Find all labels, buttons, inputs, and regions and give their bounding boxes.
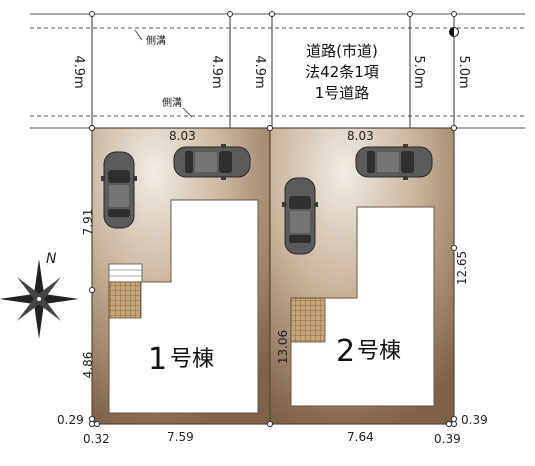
road-name-line2: 法42条1項 [305,63,379,81]
lot-2-corner-dimension-b: 0.39 [434,432,461,446]
road-name-line1: 道路(市道) [306,42,378,60]
road-width-label-1: 4.9m [71,55,86,88]
car-icon [355,143,433,181]
road-marker-icon [449,27,459,37]
car-icon [281,177,319,255]
ditch-leader-top [134,29,143,41]
lot-1: 1 号棟 [91,127,271,425]
lot-2-top-dimension: 8.03 [347,129,374,143]
lot-1-left-upper-dimension: 7.91 [81,209,95,236]
lot-1-corner-dimension-a: 0.29 [57,413,84,427]
lot-2-corner-dimension-a: 0.39 [461,413,488,427]
lot-2-suffix: 号棟 [357,339,401,364]
compass-icon [0,259,79,339]
lot-2-number: 2 [336,334,355,369]
road-width-label-3: 4.9m [252,55,267,88]
car-icon [100,151,138,229]
road-width-dots [89,11,457,17]
paving-1 [108,281,142,319]
road-width-label-5: 5.0m [456,55,471,88]
lot-2-inner-dimension: 13.06 [276,330,290,364]
road-width-label-4: 5.0m [411,55,426,88]
boundary-markers [88,124,458,428]
lot-1-number: 1 [148,342,167,377]
ditch-label-bottom: 側溝 [162,96,182,109]
compass-north-label: N [46,251,57,267]
paving-2 [290,297,326,343]
lot-1-suffix: 号棟 [170,347,214,372]
road-width-dimensions [91,14,455,128]
lot-2: 2 号棟 [269,127,455,425]
lot-2-bottom-dimension: 7.64 [347,430,374,444]
entrance-step-1 [108,263,143,283]
lot-1-top-dimension: 8.03 [169,129,196,143]
lot-1-left-lower-dimension: 4.86 [81,352,95,379]
lot-1-bottom-dimension: 7.59 [167,430,194,444]
ditch-leader-bottom [182,107,193,118]
car-icon [173,143,251,181]
road-width-label-2: 4.9m [209,55,224,88]
house-2-footprint [290,206,435,407]
road-name-line3: 1号道路 [315,84,370,102]
lot-1-corner-dimension-b: 0.32 [83,432,110,446]
ditch-label-top: 側溝 [146,34,166,47]
lot-2-right-dimension: 12.65 [455,251,469,285]
house-1-footprint [108,199,259,414]
